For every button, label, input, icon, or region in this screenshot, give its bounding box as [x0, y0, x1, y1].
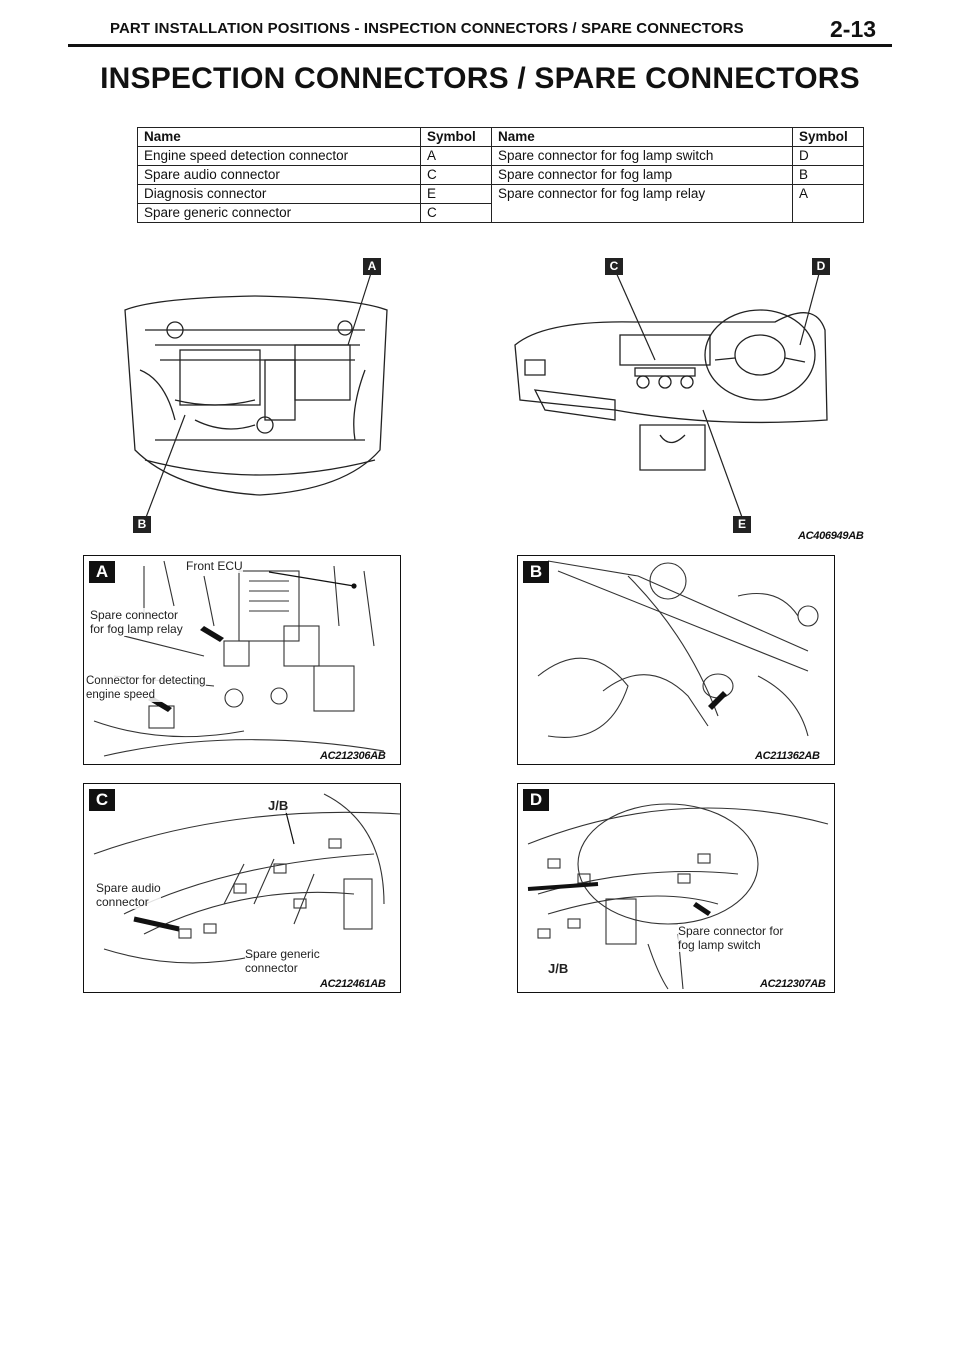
table-cell: Spare connector for fog lamp relay: [491, 184, 793, 223]
overview-badge-d: D: [812, 258, 830, 275]
overview-badge-b: B: [133, 516, 151, 533]
table-cell: Engine speed detection connector: [137, 146, 421, 166]
callout-line: fog lamp switch: [678, 938, 761, 952]
panel-badge-d: D: [523, 789, 549, 811]
table-cell: A: [420, 146, 492, 166]
panel-d-drawing: [527, 803, 829, 990]
overview-badge-e: E: [733, 516, 751, 533]
table-cell: Spare connector for fog lamp switch: [491, 146, 793, 166]
detail-panel-a: A Front ECU Spare connector for fog lamp…: [83, 555, 401, 765]
table-row: Spare generic connector C: [137, 203, 864, 223]
panel-badge-c: C: [89, 789, 115, 811]
table-row: Diagnosis connector E Spare connector fo…: [137, 184, 864, 223]
figure-code: AC212306AB: [320, 750, 386, 762]
callout-line: Spare audio: [96, 881, 161, 895]
table-cell: B: [792, 165, 864, 185]
callout-spare-audio: Spare audio connector: [96, 881, 161, 909]
callout-line: connector: [96, 895, 149, 909]
figure-code: AC212307AB: [760, 978, 826, 990]
table-cell: A: [792, 184, 864, 223]
overview-badge-a: A: [363, 258, 381, 275]
callout-line: engine speed: [86, 689, 156, 701]
overview-illustration: A C D B E AC406949AB: [115, 250, 875, 545]
callout-line: Spare connector: [90, 608, 179, 622]
table-cell: Spare generic connector: [137, 203, 421, 223]
figure-code: AC406949AB: [798, 530, 864, 542]
panel-b-drawing: [537, 560, 819, 738]
callout-line: for fog lamp relay: [90, 622, 183, 636]
table-cell: Spare audio connector: [137, 165, 421, 185]
table-cell: Spare connector for fog lamp: [491, 165, 793, 185]
col-header-name-2: Name: [491, 127, 793, 147]
table-row: Engine speed detection connector A Spare…: [137, 146, 864, 166]
table-cell: C: [420, 165, 492, 185]
detail-panel-d: D J/B Spare connector for fog lamp switc…: [517, 783, 835, 993]
vehicle-overview-drawing: [124, 269, 828, 521]
table-cell: E: [420, 184, 492, 204]
running-header-title: PART INSTALLATION POSITIONS - INSPECTION…: [110, 20, 744, 37]
connector-table: Name Symbol Name Symbol Engine speed det…: [137, 127, 864, 223]
panel-badge-b: B: [523, 561, 549, 583]
detail-panel-c: C J/B Spare audio connector Spare generi…: [83, 783, 401, 993]
callout-jb: J/B: [548, 961, 569, 976]
table-header-row: Name Symbol Name Symbol: [137, 127, 864, 147]
callout-fog-lamp-relay: Spare connector for fog lamp relay: [90, 608, 183, 636]
figure-code: AC211362AB: [755, 750, 820, 762]
callout-spare-generic: Spare generic connector: [245, 947, 320, 975]
callout-line: connector: [245, 961, 298, 975]
table-cell: C: [420, 203, 492, 223]
table-cell: Diagnosis connector: [137, 184, 421, 204]
callout-engine-speed: Connector for detecting engine speed: [86, 674, 206, 702]
table-row: Spare audio connector C Spare connector …: [137, 165, 864, 185]
page-title: INSPECTION CONNECTORS / SPARE CONNECTORS: [100, 62, 860, 95]
callout-fog-lamp-switch: Spare connector for fog lamp switch: [678, 924, 784, 952]
detail-panel-b: B AC211362AB: [517, 555, 835, 765]
col-header-symbol-2: Symbol: [792, 127, 864, 147]
callout-front-ecu: Front ECU: [186, 559, 243, 573]
header-rule: [68, 44, 892, 47]
panel-a-drawing: [93, 560, 385, 757]
table-cell: D: [792, 146, 864, 166]
figure-code: AC212461AB: [320, 978, 386, 990]
callout-jb: J/B: [268, 798, 289, 813]
page-number: 2-13: [830, 16, 877, 42]
col-header-symbol: Symbol: [420, 127, 492, 147]
callout-line: Spare generic: [245, 947, 320, 961]
callout-line: Connector for detecting: [86, 675, 206, 687]
panel-badge-a: A: [89, 561, 115, 583]
col-header-name: Name: [137, 127, 421, 147]
overview-badge-c: C: [605, 258, 623, 275]
callout-line: Spare connector for: [678, 924, 784, 938]
